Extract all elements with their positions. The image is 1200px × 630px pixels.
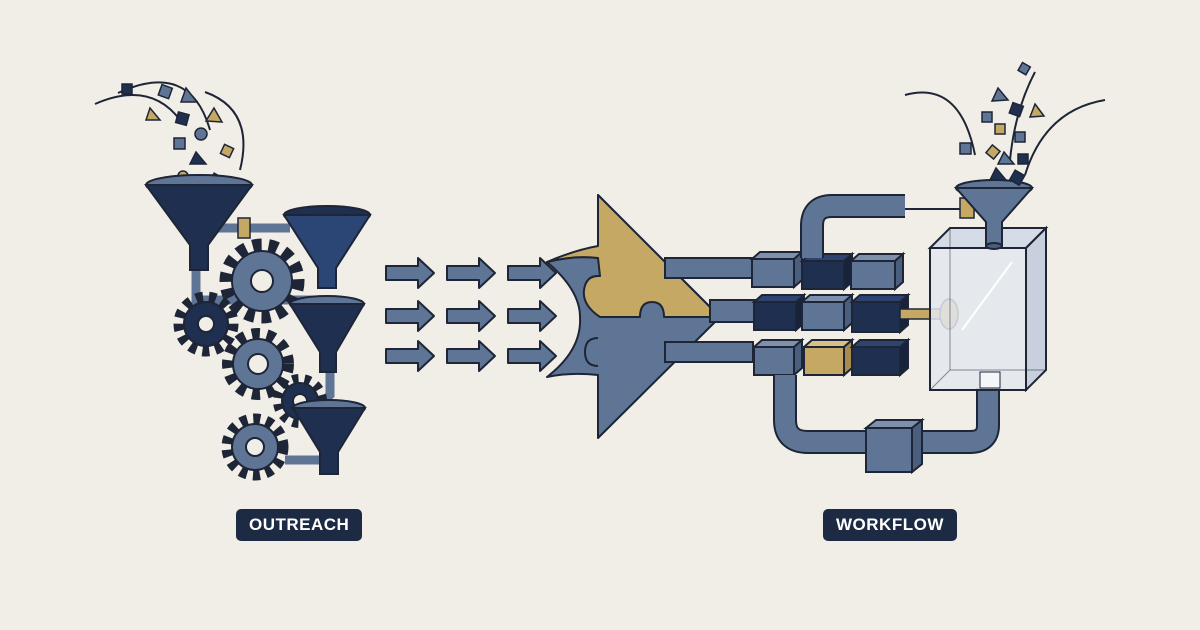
rod: [664, 257, 754, 279]
arrow-right-icon: [446, 257, 496, 289]
rod: [664, 341, 754, 363]
gear-icon: [219, 238, 305, 324]
pipe: [775, 375, 868, 452]
outreach-illustration: [94, 81, 372, 481]
puzzle-triangle-icon: [546, 194, 721, 439]
particle-triangle: [204, 106, 224, 123]
particle-square: [1014, 131, 1026, 143]
block-icon: [751, 337, 805, 378]
arrow-right-icon: [385, 257, 435, 289]
particle-square: [219, 143, 235, 159]
block-grid: [749, 249, 911, 378]
gear-icon: [221, 413, 289, 481]
flow-arrows: [385, 257, 557, 372]
block-icon: [849, 337, 911, 378]
particle-triangle: [996, 150, 1016, 165]
rods: [664, 257, 756, 363]
puzzle-knob: [584, 337, 599, 367]
particle-square: [994, 123, 1006, 135]
block-icon: [848, 251, 906, 292]
particle-square: [173, 137, 186, 150]
block-icon: [801, 337, 855, 378]
particle-triangle: [179, 86, 199, 103]
pipe: [910, 388, 998, 452]
particle-triangle: [988, 166, 1008, 181]
arrow-right-icon: [507, 340, 557, 372]
workflow-pipes: [773, 194, 1000, 454]
funnel-icon: [953, 179, 1035, 250]
block-icon: [751, 292, 807, 333]
particle-square: [1008, 169, 1026, 187]
particles-right: [904, 61, 1106, 187]
arrow-right-icon: [385, 340, 435, 372]
pipe: [802, 196, 905, 258]
particle-square: [1017, 61, 1032, 76]
funnel-icon: [144, 174, 254, 271]
puzzle-piece-gold: [546, 194, 721, 318]
junction-box: [863, 417, 925, 475]
particle-square: [981, 111, 993, 123]
particle-square: [157, 83, 174, 100]
arrow-right-icon: [507, 300, 557, 332]
arrow-right-icon: [507, 257, 557, 289]
particle-triangle: [1028, 102, 1046, 118]
particle-square: [1017, 153, 1029, 165]
particle-square: [959, 142, 972, 155]
workflow-label: WORKFLOW: [823, 509, 957, 541]
arrow-right-icon: [446, 340, 496, 372]
block-icon: [799, 292, 855, 333]
particle-square: [1008, 101, 1025, 118]
particle-square: [984, 143, 1002, 161]
rod: [709, 299, 756, 323]
block-icon: [749, 249, 805, 290]
funnel-icon: [282, 205, 372, 289]
arrow-right-icon: [446, 300, 496, 332]
gear-icon: [173, 291, 239, 357]
particle-triangle: [990, 86, 1010, 102]
particle-triangle: [144, 106, 162, 121]
particle-square: [174, 110, 191, 127]
particle-circle: [194, 127, 208, 141]
block-icon: [799, 251, 855, 292]
funnel-icon: [291, 399, 367, 475]
stream-line: [117, 81, 211, 131]
funnel-icon: [288, 295, 366, 373]
glass-cube-icon: [927, 225, 1049, 393]
stream-line: [94, 94, 181, 121]
stream-line: [204, 91, 245, 171]
stream-line: [904, 91, 976, 156]
particle-triangle: [188, 150, 208, 165]
stream-line: [1024, 99, 1106, 176]
particles: [121, 83, 235, 190]
valve-gold: [237, 217, 251, 239]
outreach-label: OUTREACH: [236, 509, 363, 541]
gear-icon: [222, 328, 294, 400]
particle-square: [121, 83, 133, 95]
arrow-right-icon: [385, 300, 435, 332]
